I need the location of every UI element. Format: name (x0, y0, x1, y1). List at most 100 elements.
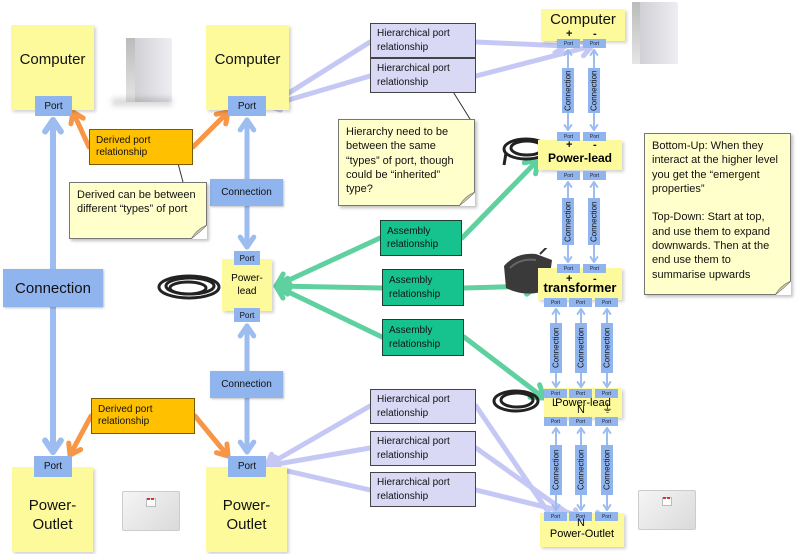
port-label: Port (575, 299, 586, 306)
transformer-port-bottom[interactable]: Port (544, 298, 567, 307)
power-outlet-label: Power-Outlet (549, 528, 615, 540)
assembly-relationship-3[interactable]: Assembly relationship (382, 319, 464, 356)
connection-middle-bottom[interactable]: Connection (210, 371, 283, 398)
computer-port-left[interactable]: Port (35, 96, 72, 116)
polarity-minus: - (593, 28, 597, 40)
note-text: Bottom-Up: When they interact at the hig… (652, 140, 778, 281)
transformer-port-bottom[interactable]: Port (569, 298, 592, 307)
power-lead-port-top-middle[interactable]: Port (234, 251, 260, 265)
connection-vertical[interactable]: Connection (575, 445, 587, 495)
derived-arrow (190, 109, 231, 150)
power-lead-dc-port-top[interactable]: Port (557, 132, 580, 141)
transformer-label: transformer (543, 279, 617, 295)
arrowhead-icon (551, 381, 561, 388)
arrowhead-icon (42, 117, 64, 135)
hierarchical-arrow (263, 403, 373, 469)
hierarchical-relationship-4[interactable]: Hierarchical port relationship (370, 431, 476, 466)
transformer-component: transformer (538, 268, 622, 300)
assembly-relationship-1[interactable]: Assembly relationship (380, 220, 462, 256)
note-text: Derived can be between different “types”… (77, 189, 196, 216)
power-lead-dc-port-top[interactable]: Port (583, 132, 606, 141)
computer-port-middle[interactable]: Port (228, 96, 266, 116)
arrowhead-icon (589, 49, 599, 56)
assembly-label: Assembly relationship (389, 275, 441, 300)
hier-label: Hierarchical port relationship (377, 436, 450, 461)
port-label: Port (601, 418, 612, 425)
power-outlet-port-right[interactable]: Port (544, 512, 567, 521)
power-outlet-port-middle[interactable]: Port (228, 456, 266, 477)
connection-vertical[interactable]: Connection (575, 323, 587, 373)
connection-middle-top[interactable]: Connection (210, 179, 283, 206)
port-label: Port (550, 418, 561, 425)
port-label: Port (44, 100, 63, 112)
connection-label: Connection (589, 201, 599, 242)
page-fold-icon (775, 281, 791, 295)
power-lead-ac-port-top[interactable]: Port (595, 389, 618, 398)
arrowhead-icon (66, 440, 84, 458)
hierarchical-relationship-3[interactable]: Hierarchical port relationship (370, 389, 476, 424)
computer-component-left: Computer (11, 25, 94, 110)
computer-tower-image (108, 38, 178, 108)
power-outlet-port-right[interactable]: Port (595, 512, 618, 521)
connection-label: Connection (551, 327, 561, 369)
port-label: Port (601, 299, 612, 306)
connection-vertical[interactable]: Connection (588, 68, 600, 113)
connection-vertical[interactable]: Connection (550, 323, 562, 373)
connection-vertical[interactable]: Connection (601, 445, 613, 495)
transformer-port-top[interactable]: Port (583, 264, 606, 273)
power-outlet-port-right[interactable]: Port (569, 512, 592, 521)
arrowhead-icon (576, 504, 586, 511)
power-lead-ac-port-bottom[interactable]: Port (544, 417, 567, 426)
power-lead-ac-port-bottom[interactable]: Port (569, 417, 592, 426)
computer-component-middle: Computer (206, 25, 289, 110)
hierarchical-relationship-2[interactable]: Hierarchical port relationship (370, 58, 476, 93)
computer-label: Computer (550, 11, 616, 28)
port-label: Port (563, 265, 574, 272)
computer-port-minus-right[interactable]: Port (583, 39, 606, 48)
arrowhead-icon (237, 439, 257, 455)
arrowhead-icon (576, 308, 586, 315)
arrowhead-icon (589, 256, 599, 263)
derived-relationship-bottom[interactable]: Derived port relationship (91, 398, 195, 434)
arrowhead-icon (576, 427, 586, 434)
connection-label: Connection (576, 449, 586, 491)
connection-left[interactable]: Connection (3, 269, 103, 307)
connection-vertical[interactable]: Connection (601, 323, 613, 373)
power-lead-port-bottom-middle[interactable]: Port (234, 308, 260, 322)
cable-coil-image (156, 272, 222, 302)
page-fold-icon (191, 225, 207, 239)
arrowhead-icon (576, 381, 586, 388)
hierarchical-relationship-5[interactable]: Hierarchical port relationship (370, 472, 476, 507)
hierarchical-arrow (263, 445, 373, 469)
connection-vertical[interactable]: Connection (562, 68, 574, 113)
connection-vertical[interactable]: Connection (550, 445, 562, 495)
hierarchical-relationship-1[interactable]: Hierarchical port relationship (370, 23, 476, 58)
power-lead-ac-port-top[interactable]: Port (569, 389, 592, 398)
derived-relationship-top[interactable]: Derived port relationship (89, 129, 193, 165)
polarity-minus: - (593, 273, 597, 285)
assembly-arrow (461, 334, 547, 401)
connection-vertical[interactable]: Connection (562, 198, 574, 245)
line-sign: L (552, 397, 559, 409)
computer-tower-image (632, 0, 692, 66)
arrowhead-icon (273, 281, 293, 301)
connection-label: Connection (221, 379, 272, 390)
hierarchical-arrow (473, 403, 558, 525)
page-fold-icon (459, 192, 475, 206)
transformer-port-top[interactable]: Port (557, 264, 580, 273)
power-lead-dc-port-bottom[interactable]: Port (557, 171, 580, 180)
assembly-relationship-2[interactable]: Assembly relationship (382, 269, 464, 306)
power-lead-dc-port-bottom[interactable]: Port (583, 171, 606, 180)
port-label: Port (563, 133, 574, 140)
connection-label: Connection (563, 70, 573, 111)
connection-vertical[interactable]: Connection (588, 198, 600, 245)
power-outlet-port-left[interactable]: Port (34, 456, 72, 477)
transformer-port-bottom[interactable]: Port (595, 298, 618, 307)
port-label: Port (550, 513, 561, 520)
arrowhead-icon (237, 323, 257, 339)
connection-label: Connection (602, 449, 612, 491)
computer-port-plus-right[interactable]: Port (557, 39, 580, 48)
power-lead-ac-port-top[interactable]: Port (544, 389, 567, 398)
power-lead-ac-port-bottom[interactable]: Port (595, 417, 618, 426)
